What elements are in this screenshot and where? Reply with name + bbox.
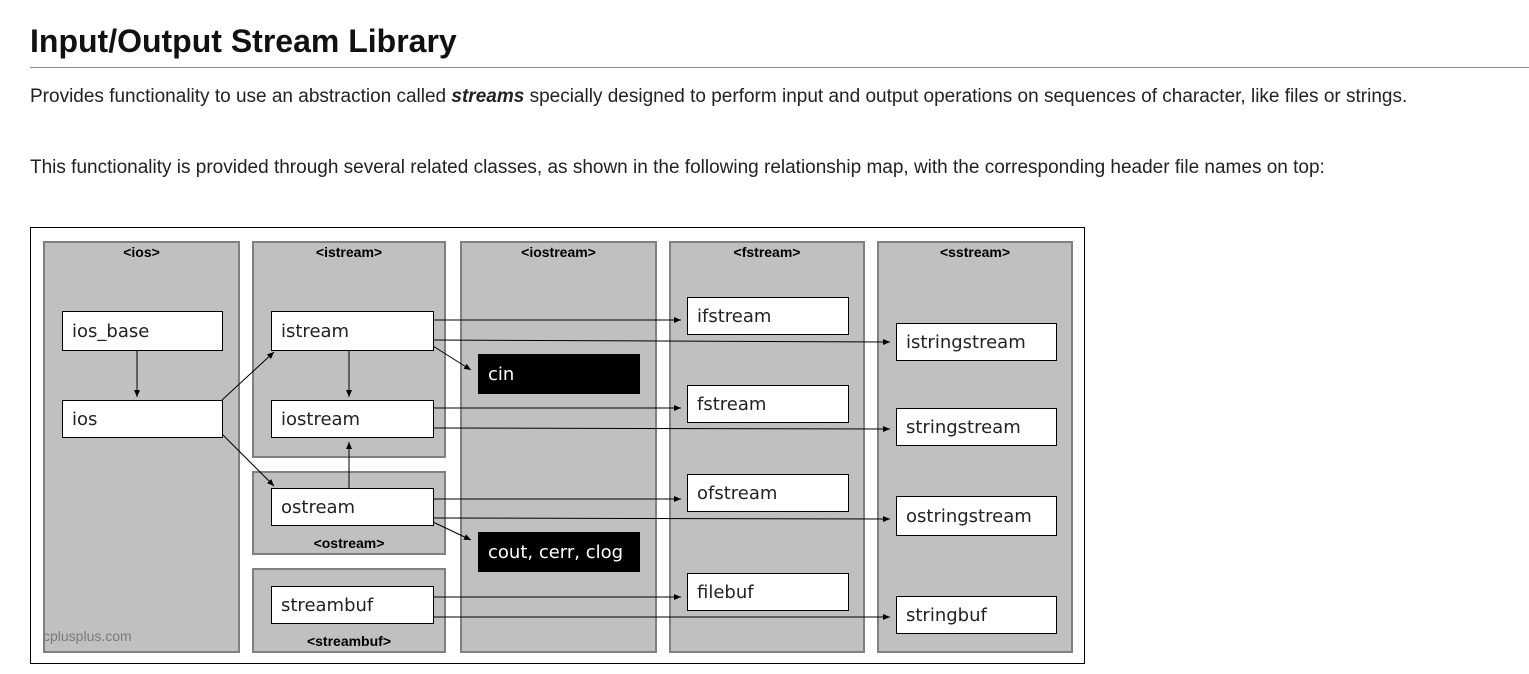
object-cin: cin (478, 354, 640, 394)
object-cout-cerr-clog: cout, cerr, clog (478, 532, 640, 572)
header-iostream: <iostream> (521, 244, 596, 260)
arrow-ostream-to-ostringstream (432, 515, 891, 522)
arrow-ostream-to-cout (432, 521, 472, 541)
title-divider (30, 67, 1529, 68)
class-stringbuf: stringbuf (896, 596, 1057, 634)
streams-emphasis: streams (451, 86, 525, 107)
header-streambuf: <streambuf> (306, 633, 392, 649)
group-sstream: <sstream> (877, 241, 1073, 653)
class-ostream: ostream (271, 488, 434, 526)
arrow-istream-to-cin (432, 345, 472, 371)
class-istringstream: istringstream (896, 323, 1057, 361)
description-paragraph: This functionality is provided through s… (30, 157, 1325, 178)
stream-relationship-diagram: <ios> <istream> <ostream> <streambuf> <i… (30, 227, 1085, 664)
source-watermark: cplusplus.com (43, 628, 132, 644)
arrow-ios-to-ostream (221, 433, 275, 487)
header-fstream: <fstream> (733, 244, 801, 260)
intro-paragraph: Provides functionality to use an abstrac… (30, 80, 1510, 113)
group-ios: <ios> (43, 241, 240, 653)
class-ostringstream: ostringstream (896, 496, 1057, 536)
arrow-iostream-to-stringstream (432, 425, 891, 432)
intro-text-end: specially designed to perform input and … (524, 86, 1408, 107)
class-ifstream: ifstream (687, 297, 849, 335)
header-ios: <ios> (123, 244, 160, 260)
relationship-arrows (134, 317, 891, 620)
arrow-istream-to-istringstream (432, 338, 891, 345)
arrow-ios-to-istream (221, 351, 275, 401)
header-istream: <istream> (315, 244, 383, 260)
class-stringstream: stringstream (896, 408, 1057, 446)
class-istream: istream (271, 311, 434, 351)
class-streambuf: streambuf (271, 586, 434, 624)
class-ios_base: ios_base (62, 311, 223, 351)
page-title: Input/Output Stream Library (30, 23, 457, 59)
class-filebuf: filebuf (687, 573, 849, 611)
class-iostream: iostream (271, 400, 434, 438)
class-fstream: fstream (687, 385, 849, 423)
header-sstream: <sstream> (939, 244, 1011, 260)
class-ofstream: ofstream (687, 474, 849, 512)
class-ios: ios (62, 400, 223, 438)
group-iostream: <iostream> (460, 241, 657, 653)
intro-text-start: Provides functionality to use an abstrac… (30, 86, 452, 107)
header-ostream: <ostream> (313, 535, 385, 551)
